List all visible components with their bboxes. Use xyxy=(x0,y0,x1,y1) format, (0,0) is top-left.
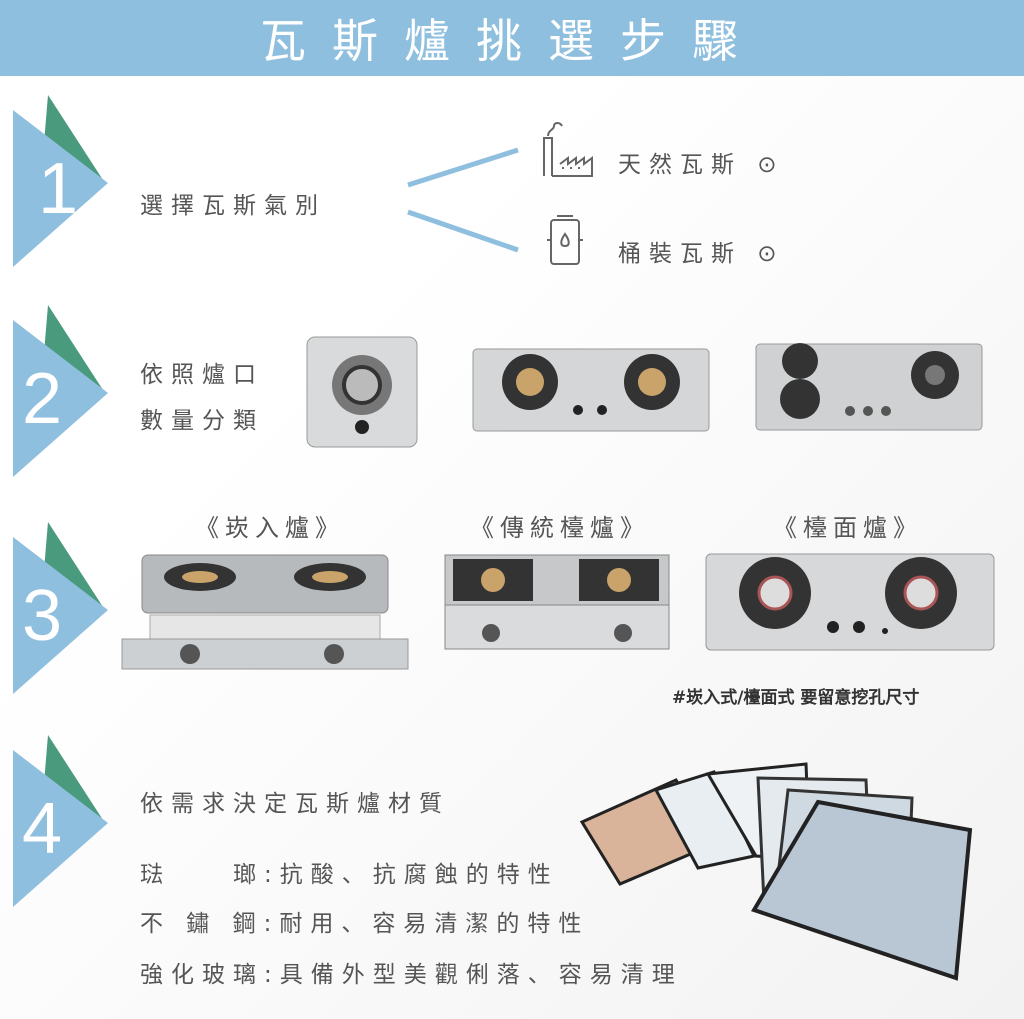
gas-tank-icon xyxy=(547,215,583,265)
built-in-stove xyxy=(121,554,409,670)
branch-lines xyxy=(407,147,519,253)
step-marker-3: 3 xyxy=(13,522,108,694)
step-marker-4: 4 xyxy=(13,735,108,907)
triple-burner-stove xyxy=(755,343,983,431)
page-title: 瓦斯爐挑選步驟 xyxy=(260,14,764,68)
material-enamel: 琺 瑯:抗酸、抗腐蝕的特性 xyxy=(140,862,559,888)
material-stainless-steel: 不 鏽 鋼:耐用、容易清潔的特性 xyxy=(140,911,590,937)
svg-text:2: 2 xyxy=(22,359,62,439)
step4-label: 依需求決定瓦斯爐材質 xyxy=(140,791,450,817)
step-marker-2: 2 xyxy=(13,305,108,477)
type-built-in: 《崁入爐》 xyxy=(195,514,345,542)
option-natural-gas: 天然瓦斯 ⊙ xyxy=(618,152,785,178)
double-burner-stove xyxy=(472,348,710,432)
glass-panels-image xyxy=(579,762,973,981)
table-top-stove xyxy=(444,554,670,650)
svg-text:4: 4 xyxy=(22,789,62,869)
cutout-size-note: #崁入式/檯面式 要留意挖孔尺寸 xyxy=(672,688,920,708)
type-countertop: 《檯面爐》 xyxy=(773,514,923,542)
material-tempered-glass: 強化玻璃:具備外型美觀俐落、容易清理 xyxy=(140,962,683,988)
countertop-stove xyxy=(705,553,995,651)
header-banner: 瓦斯爐挑選步驟 xyxy=(0,0,1024,76)
option-propane-gas: 桶裝瓦斯 ⊙ xyxy=(618,241,785,267)
step-marker-1: 1 xyxy=(13,95,108,267)
type-table-top: 《傳統檯爐》 xyxy=(470,514,650,542)
svg-text:3: 3 xyxy=(22,576,62,656)
step1-label: 選擇瓦斯氣別 xyxy=(140,193,326,219)
svg-text:1: 1 xyxy=(38,149,78,229)
step2-label-line1: 依照爐口 xyxy=(140,362,264,388)
single-burner-stove xyxy=(306,336,418,448)
step2-label-line2: 數量分類 xyxy=(140,408,264,434)
factory-icon xyxy=(543,122,593,177)
